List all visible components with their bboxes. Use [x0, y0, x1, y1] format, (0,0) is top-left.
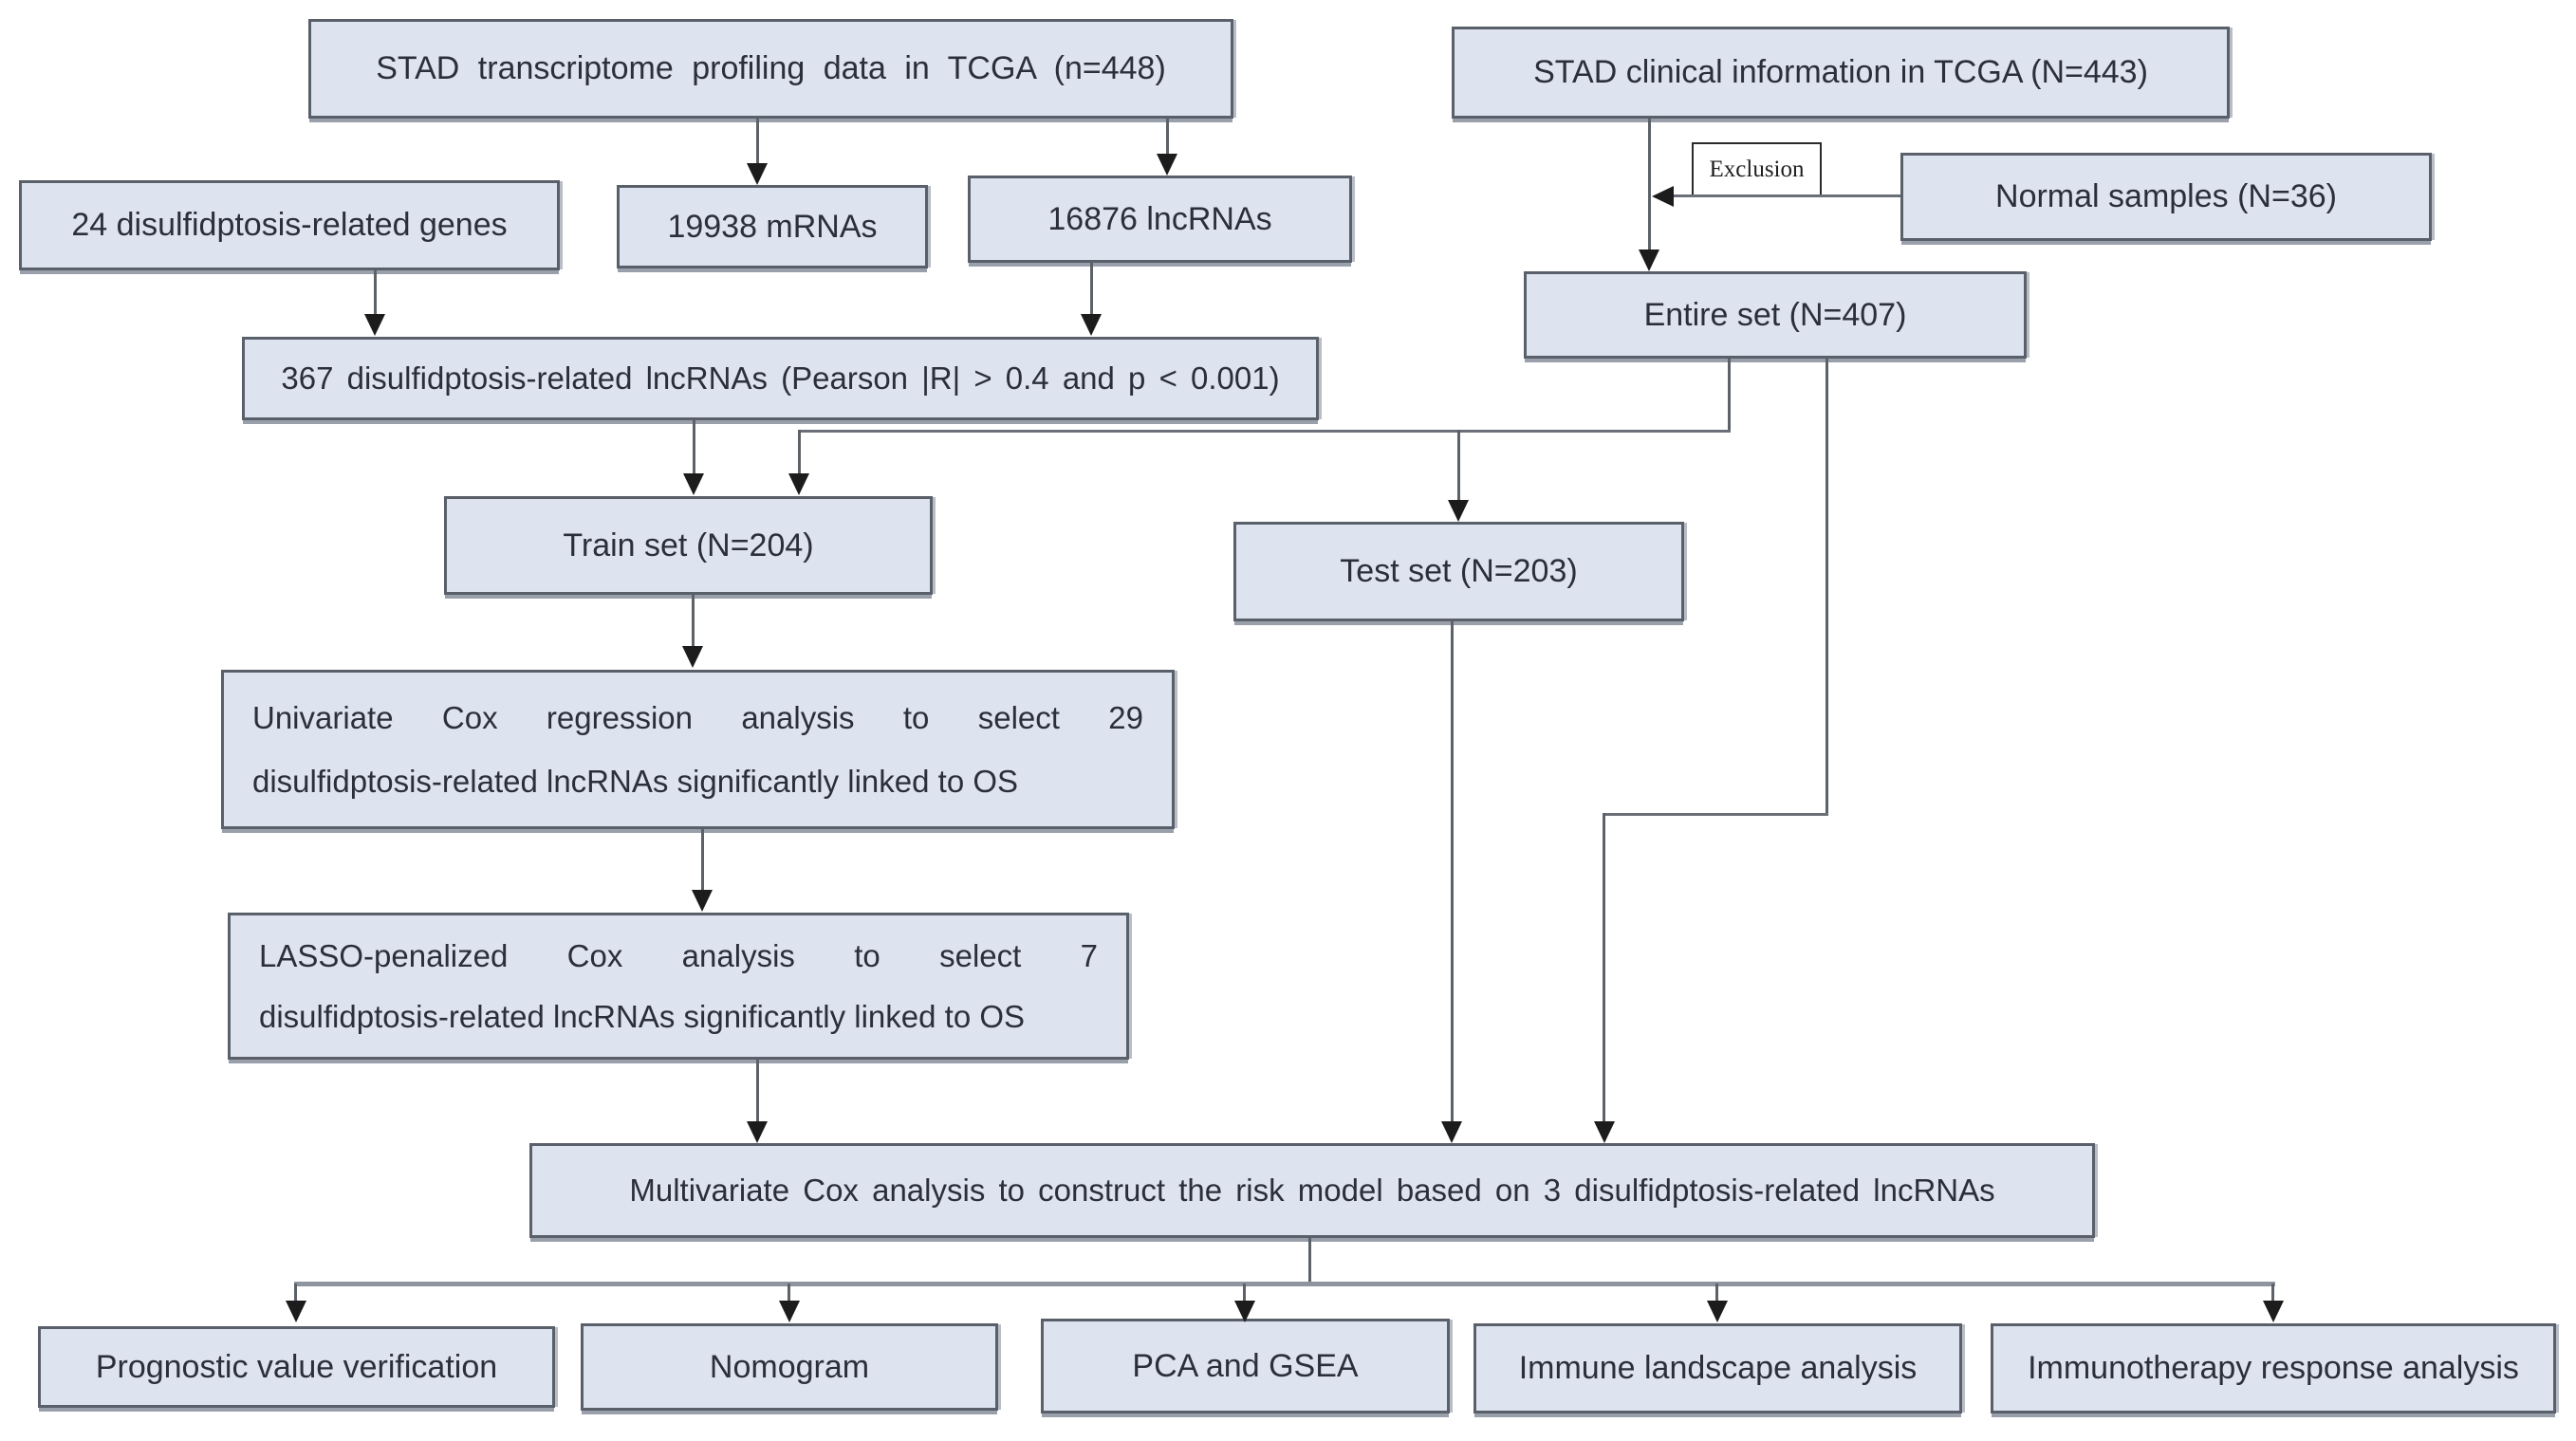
connector-split-test [1457, 430, 1460, 500]
node-lasso-cox: LASSO-penalized Cox analysis to select 7… [228, 913, 1129, 1060]
node-stad-transcriptome: STAD transcriptome profiling data in TCG… [308, 19, 1233, 119]
connector-lncrnas-related [1090, 263, 1093, 316]
connector-univariate-lasso [701, 829, 704, 892]
lasso-line2: disulfidptosis-related lncRNAs significa… [259, 998, 1026, 1034]
node-train-set: Train set (N=204) [444, 496, 933, 595]
node-outcome-nomogram: Nomogram [581, 1323, 998, 1411]
connector-transcriptome-lncrnas [1166, 119, 1169, 157]
connector-split-line [798, 430, 1731, 433]
arrowhead-outcome-5 [2263, 1301, 2284, 1322]
node-outcome-prognostic: Prognostic value verification [38, 1326, 555, 1408]
node-univariate-cox: Univariate Cox regression analysis to se… [221, 670, 1175, 829]
lasso-line1: LASSO-penalized Cox analysis to select 7 [259, 938, 1098, 974]
arrowhead-outcome-3 [1234, 1301, 1255, 1322]
connector-transcriptome-mrnas [756, 119, 759, 166]
arrowhead-lasso-multivariate [747, 1121, 768, 1143]
label-exclusion: Exclusion [1692, 142, 1822, 196]
connector-fanout-line [294, 1282, 2275, 1286]
connector-train-univariate [692, 595, 695, 648]
arrowhead-lncrnas-related [1081, 314, 1102, 336]
node-lncrnas: 16876 lncRNAs [968, 176, 1352, 263]
connector-test-multivariate [1451, 621, 1454, 1122]
connector-lasso-multivariate [756, 1060, 759, 1122]
node-related-lncrnas: 367 disulfidptosis-related lncRNAs (Pear… [242, 337, 1319, 420]
node-outcome-pca-gsea: PCA and GSEA [1041, 1319, 1450, 1413]
connector-fanout-1 [294, 1284, 297, 1302]
arrowhead-clinical-entire [1639, 249, 1659, 271]
arrowhead-test-multivariate [1441, 1121, 1462, 1143]
connector-entire-jog [1603, 813, 1828, 816]
arrowhead-outcome-4 [1707, 1301, 1728, 1322]
arrowhead-exclusion [1652, 186, 1674, 207]
connector-entire-down [1825, 359, 1828, 816]
connector-clinical-entire [1648, 119, 1651, 251]
node-normal-samples: Normal samples (N=36) [1900, 153, 2432, 241]
connector-normal-exclusion [1668, 194, 1900, 197]
arrowhead-univariate-lasso [692, 890, 713, 912]
connector-entire-multivariate [1603, 813, 1605, 1122]
node-stad-clinical: STAD clinical information in TCGA (N=443… [1452, 27, 2230, 119]
arrowhead-train-univariate [682, 646, 703, 668]
arrowhead-genes-related [364, 314, 385, 336]
node-disulfidptosis-genes: 24 disulfidptosis-related genes [19, 180, 560, 270]
connector-multivariate-stem [1308, 1238, 1311, 1284]
arrowhead-to-mrnas [747, 163, 768, 185]
node-outcome-immunotherapy: Immunotherapy response analysis [1991, 1323, 2556, 1413]
node-test-set: Test set (N=203) [1233, 522, 1684, 621]
arrowhead-related-train [683, 473, 704, 495]
connector-related-train [693, 420, 695, 475]
arrowhead-entire-multivariate [1594, 1121, 1615, 1143]
arrowhead-outcome-1 [286, 1301, 306, 1322]
connector-entire-split [1728, 359, 1731, 433]
connector-genes-related [374, 270, 377, 316]
arrowhead-split-train [788, 473, 809, 495]
node-entire-set: Entire set (N=407) [1524, 271, 2027, 359]
connector-fanout-4 [1715, 1284, 1718, 1302]
arrowhead-outcome-2 [779, 1301, 800, 1322]
node-outcome-immune-landscape: Immune landscape analysis [1473, 1323, 1962, 1413]
univariate-line1: Univariate Cox regression analysis to se… [252, 699, 1143, 735]
arrowhead-to-lncrnas [1157, 154, 1177, 176]
connector-split-train [798, 430, 801, 473]
connector-fanout-3 [1243, 1284, 1246, 1302]
univariate-line2: disulfidptosis-related lncRNAs significa… [252, 764, 1019, 800]
connector-fanout-5 [2271, 1284, 2274, 1302]
node-mrnas: 19938 mRNAs [617, 185, 928, 268]
arrowhead-split-test [1448, 500, 1469, 522]
node-multivariate-cox: Multivariate Cox analysis to construct t… [529, 1143, 2095, 1238]
connector-fanout-2 [788, 1284, 790, 1302]
